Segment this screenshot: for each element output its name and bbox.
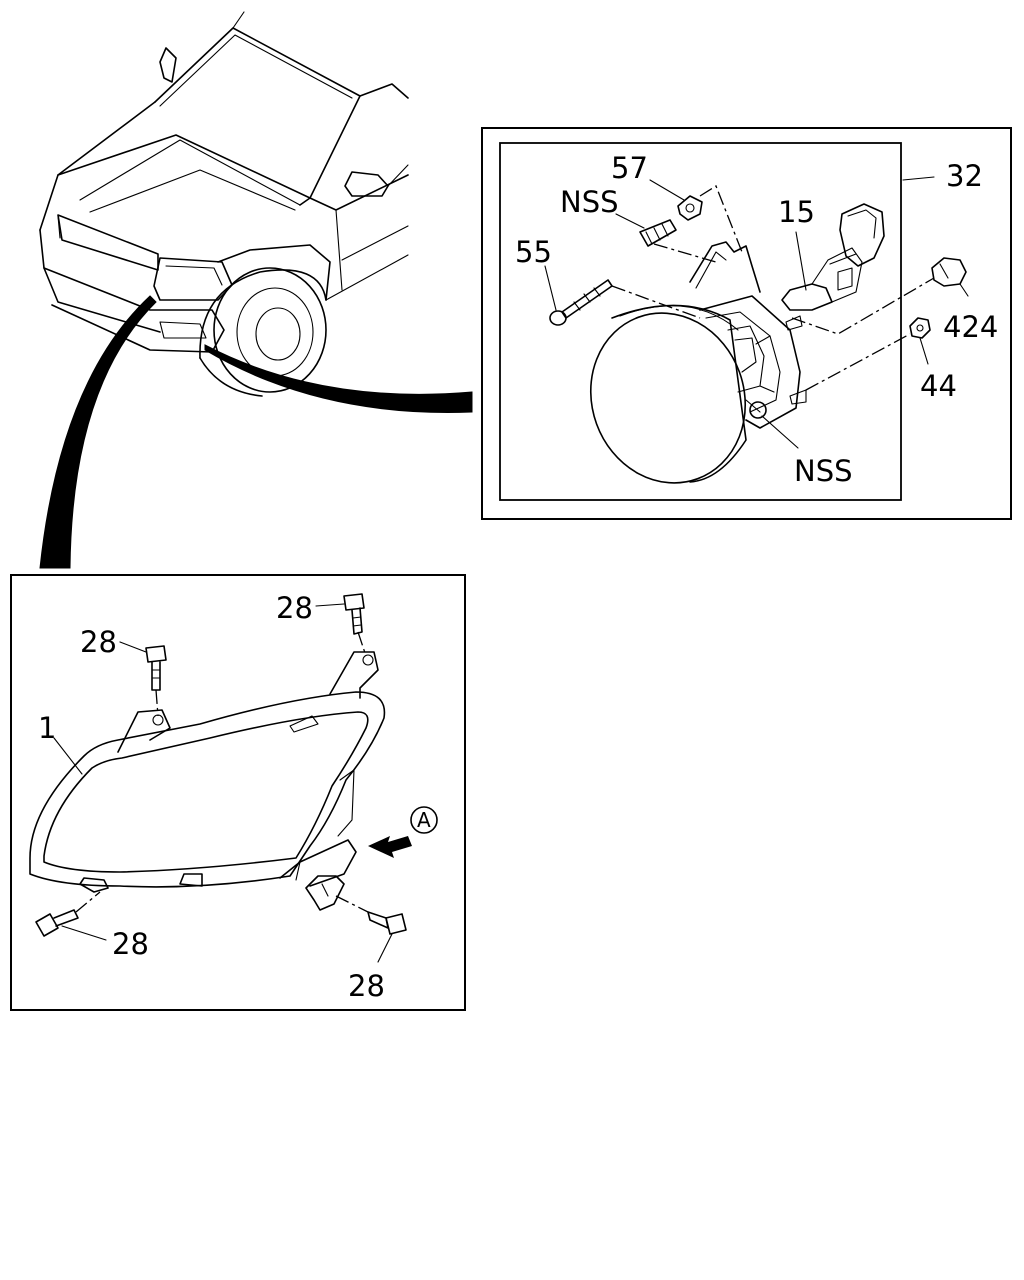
callout-nss-bottom: NSS <box>794 454 853 488</box>
bolt-top-left <box>145 645 167 691</box>
callout-bolt-top-right: 28 <box>276 591 313 625</box>
fog-lamp-outer-frame <box>481 127 1012 520</box>
callout-nss-top: NSS <box>560 185 619 219</box>
callout-headlamp: 1 <box>38 711 56 745</box>
callout-nut: 44 <box>920 369 957 403</box>
bolt-top-right <box>343 593 365 635</box>
callout-fog-assembly: 32 <box>946 159 983 193</box>
fog-lamp-illustration <box>544 176 969 484</box>
callout-clip: 57 <box>611 151 648 185</box>
callout-fog-bolt: 55 <box>515 235 552 269</box>
headlamp-illustration <box>29 593 438 963</box>
callout-bulb: 15 <box>778 195 815 229</box>
view-marker-a: A <box>417 808 431 832</box>
leader-to-headlamp <box>39 295 157 569</box>
callout-bolt-bottom-left: 28 <box>112 927 149 961</box>
headlamp-frame <box>10 574 466 1011</box>
callout-bolt-top-left: 28 <box>80 625 117 659</box>
vehicle-illustration <box>39 11 409 397</box>
bolt-bottom-right <box>367 911 407 935</box>
leader-to-fog-lamp <box>204 344 473 413</box>
bolt-bottom-left <box>35 909 79 937</box>
fog-lamp-inner-frame <box>499 142 902 501</box>
callout-bolt-bottom-right: 28 <box>348 969 385 1003</box>
callout-grommet: 424 <box>943 310 998 344</box>
